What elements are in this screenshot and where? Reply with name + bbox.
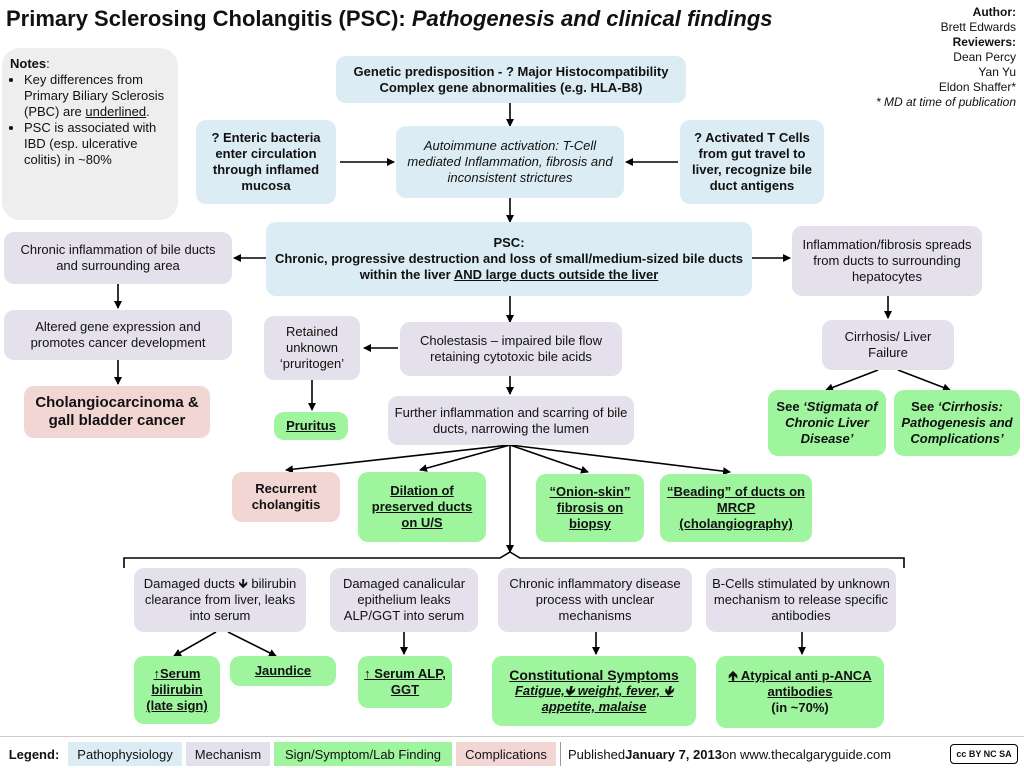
pruritus-box: Pruritus [274,412,348,440]
b-cells-box: B-Cells stimulated by unknown mechanism … [706,568,896,632]
cholangiocarcinoma-box: Cholangiocarcinoma & gall bladder cancer [24,386,210,438]
published-info: Published January 7, 2013 on www.thecalg… [568,746,892,762]
legend-complications: Complications [456,742,556,766]
notes-item: PSC is associated with IBD (esp. ulcerat… [24,120,170,168]
activated-t-cells-box: ? Activated T Cells from gut travel to l… [680,120,824,204]
recurrent-cholangitis-box: Recurrent cholangitis [232,472,340,522]
notes-panel: Notes: Key differences from Primary Bili… [2,48,178,220]
reviewer-name: Yan Yu [978,65,1016,79]
reviewer-name: Eldon Shaffer* [938,80,1016,94]
credits-footnote: * MD at time of publication [875,95,1016,109]
page-title: Primary Sclerosing Cholangitis (PSC): Pa… [6,6,773,32]
cholestasis-box: Cholestasis – impaired bile flow retaini… [400,322,622,376]
cc-license-icon: cc BY NC SA [950,744,1018,764]
legend-pathophysiology: Pathophysiology [68,742,182,766]
enteric-bacteria-box: ? Enteric bacteria enter circulation thr… [196,120,336,204]
autoimmune-activation-box: Autoimmune activation: T-Cell mediated I… [396,126,624,198]
genetic-predisposition-box: Genetic predisposition - ? Major Histoco… [336,56,686,103]
author-name: Brett Edwards [940,20,1016,34]
legend-label: Legend: [8,746,60,762]
p-anca-box: 🡹 Atypical anti p-ANCA antibodies (in ~7… [716,656,884,728]
dilation-box: Dilation of preserved ducts on U/S [358,472,486,542]
serum-alp-box: ↑ Serum ALP, GGT [358,656,452,708]
credits: Author: Brett Edwards Reviewers: Dean Pe… [876,5,1016,110]
psc-description: Chronic, progressive destruction and los… [274,251,744,282]
title-sub: Pathogenesis and clinical findings [411,6,773,31]
chronic-inflammation-box: Chronic inflammation of bile ducts and s… [4,232,232,284]
legend-sign-symptom: Sign/Symptom/Lab Finding [274,742,452,766]
canalicular-box: Damaged canalicular epithelium leaks ALP… [330,568,478,632]
damaged-ducts-box: Damaged ducts 🡻 bilirubin clearance from… [134,568,306,632]
cirrhosis-box: Cirrhosis/ Liver Failure [822,320,954,370]
psc-box: PSC: Chronic, progressive destruction an… [266,222,752,296]
legend-divider [0,736,1024,737]
serum-bilirubin-box: ↑Serum bilirubin (late sign) [134,656,220,724]
chronic-process-box: Chronic inflammatory disease process wit… [498,568,692,632]
psc-title: PSC: [493,235,525,250]
fibrosis-spread-box: Inflammation/fibrosis spreads from ducts… [792,226,982,296]
see-stigmata-box: See ‘Stigmata of Chronic Liver Disease’ [768,390,886,456]
further-inflammation-box: Further inflammation and scarring of bil… [388,396,634,445]
pruritogen-box: Retained unknown ‘pruritogen’ [264,316,360,380]
notes-label: Notes [10,56,47,71]
reviewer-name: Dean Percy [953,50,1016,64]
reviewers-label: Reviewers: [952,35,1016,49]
title-main: Primary Sclerosing Cholangitis (PSC): [6,6,412,31]
see-cirrhosis-box: See ‘Cirrhosis: Pathogenesis and Complic… [894,390,1020,456]
onion-skin-box: “Onion-skin” fibrosis on biopsy [536,474,644,542]
legend-separator [560,742,561,766]
constitutional-symptoms-box: Constitutional Symptoms Fatigue,🡻 weight… [492,656,696,726]
jaundice-box: Jaundice [230,656,336,686]
legend-mechanism: Mechanism [186,742,270,766]
notes-item: Key differences from Primary Biliary Scl… [24,72,170,120]
beading-box: “Beading” of ducts on MRCP (cholangiogra… [660,474,812,542]
author-label: Author: [972,5,1016,19]
altered-gene-expression-box: Altered gene expression and promotes can… [4,310,232,360]
